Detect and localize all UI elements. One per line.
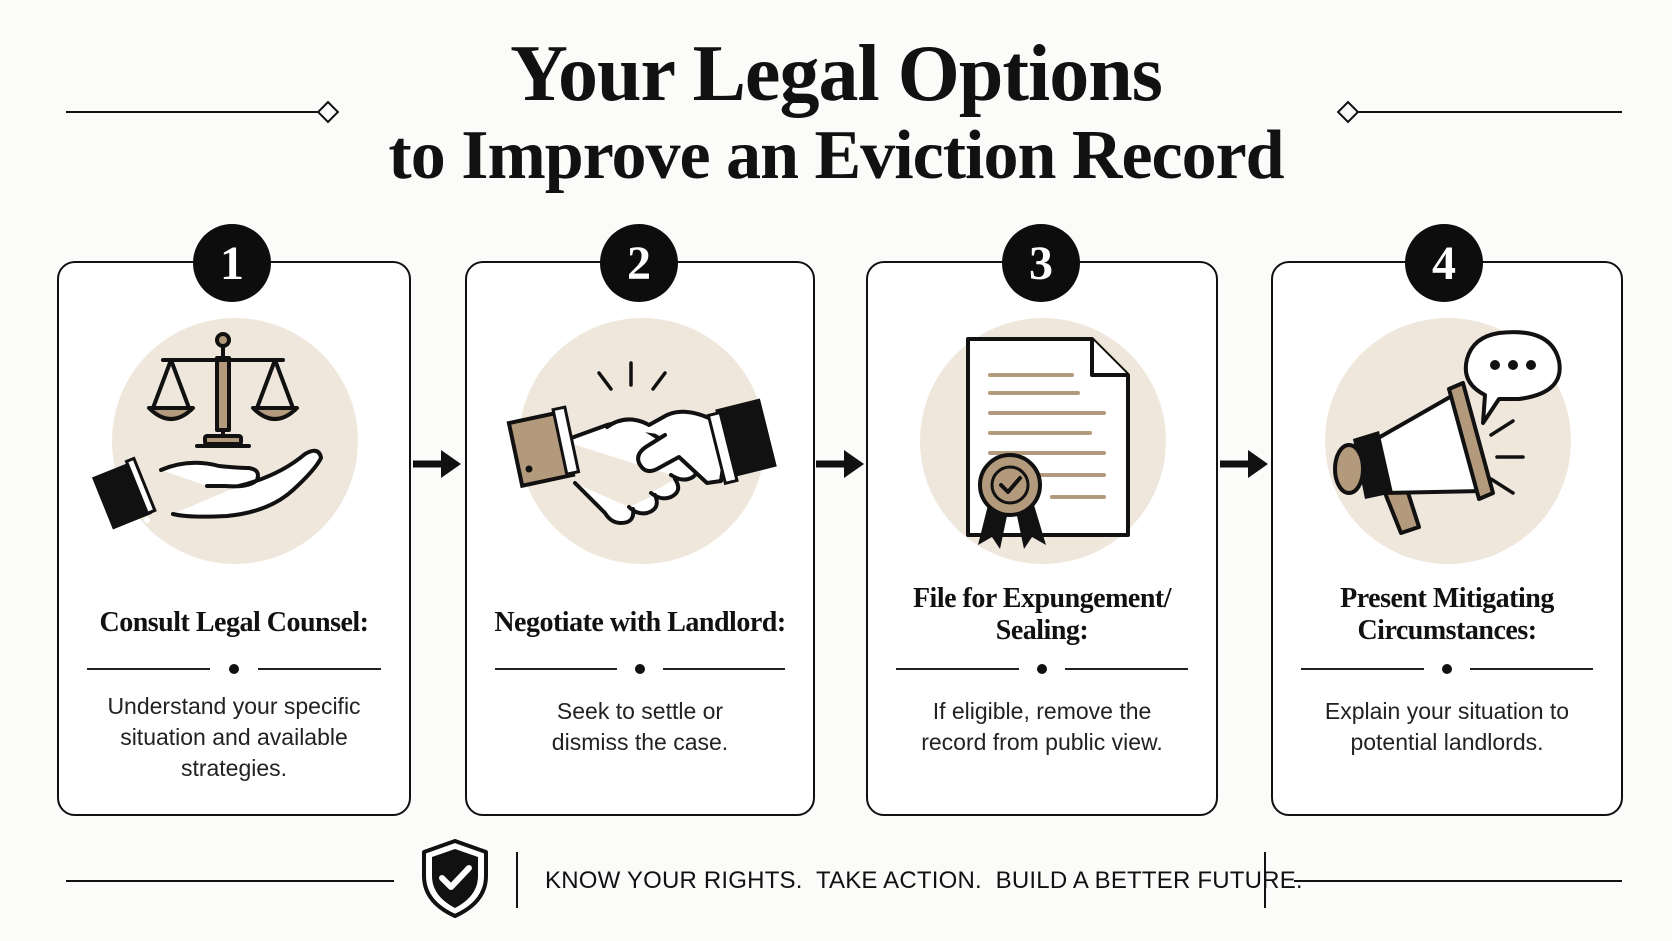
step-badge-1: 1 [193, 224, 271, 302]
footer-divider-left [516, 852, 518, 908]
handshake-icon [506, 361, 777, 525]
step-title-2: Negotiate with Landlord: [494, 607, 786, 638]
step-separator-4 [1301, 664, 1593, 674]
title-rule-left [66, 111, 318, 113]
step-desc-2: Seek to settle or dismiss the case. [551, 698, 729, 755]
footer-tagline: KNOW YOUR RIGHTS. TAKE ACTION. BUILD A B… [545, 867, 1303, 894]
page-title-line-2: to Improve an Eviction Record [388, 117, 1284, 194]
step-desc-1: Understand your specific situation and a… [107, 693, 361, 781]
step-badge-4: 4 [1405, 224, 1483, 302]
scales-hand-icon [91, 332, 323, 530]
step-card-4: Present Mitigating Circumstances: Explai… [1271, 261, 1623, 816]
step-card-1: Consult Legal Counsel: Understand your s… [57, 261, 411, 816]
step-badge-2: 2 [600, 224, 678, 302]
flow-arrow-1 [413, 450, 461, 478]
megaphone-icon [1333, 330, 1562, 535]
step-card-2: Negotiate with Landlord: Seek to settle … [465, 261, 815, 816]
flow-arrow-2 [816, 450, 864, 478]
shield-check-icon [422, 839, 488, 918]
footer-rule-left [66, 880, 394, 882]
step-badge-3: 3 [1002, 224, 1080, 302]
flow-arrow-3 [1220, 450, 1268, 478]
step-separator-3 [896, 664, 1188, 674]
step-separator-2 [495, 664, 785, 674]
step-desc-3: If eligible, remove the record from publ… [921, 698, 1163, 755]
footer-divider-right [1264, 852, 1266, 908]
step-desc-4: Explain your situation to potential land… [1324, 698, 1570, 755]
step-title-3: File for Expungement/ Sealing: [912, 583, 1172, 646]
step-title-1: Consult Legal Counsel: [99, 607, 369, 638]
page-title-line-1: Your Legal Options [510, 30, 1163, 118]
title-rule-right [1358, 111, 1622, 113]
footer-rule-right [1294, 880, 1622, 882]
step-title-4: Present Mitigating Circumstances: [1340, 583, 1554, 646]
step-card-3: File for Expungement/ Sealing: If eligib… [866, 261, 1218, 816]
document-seal-icon [966, 337, 1130, 549]
step-separator-1 [87, 664, 381, 674]
